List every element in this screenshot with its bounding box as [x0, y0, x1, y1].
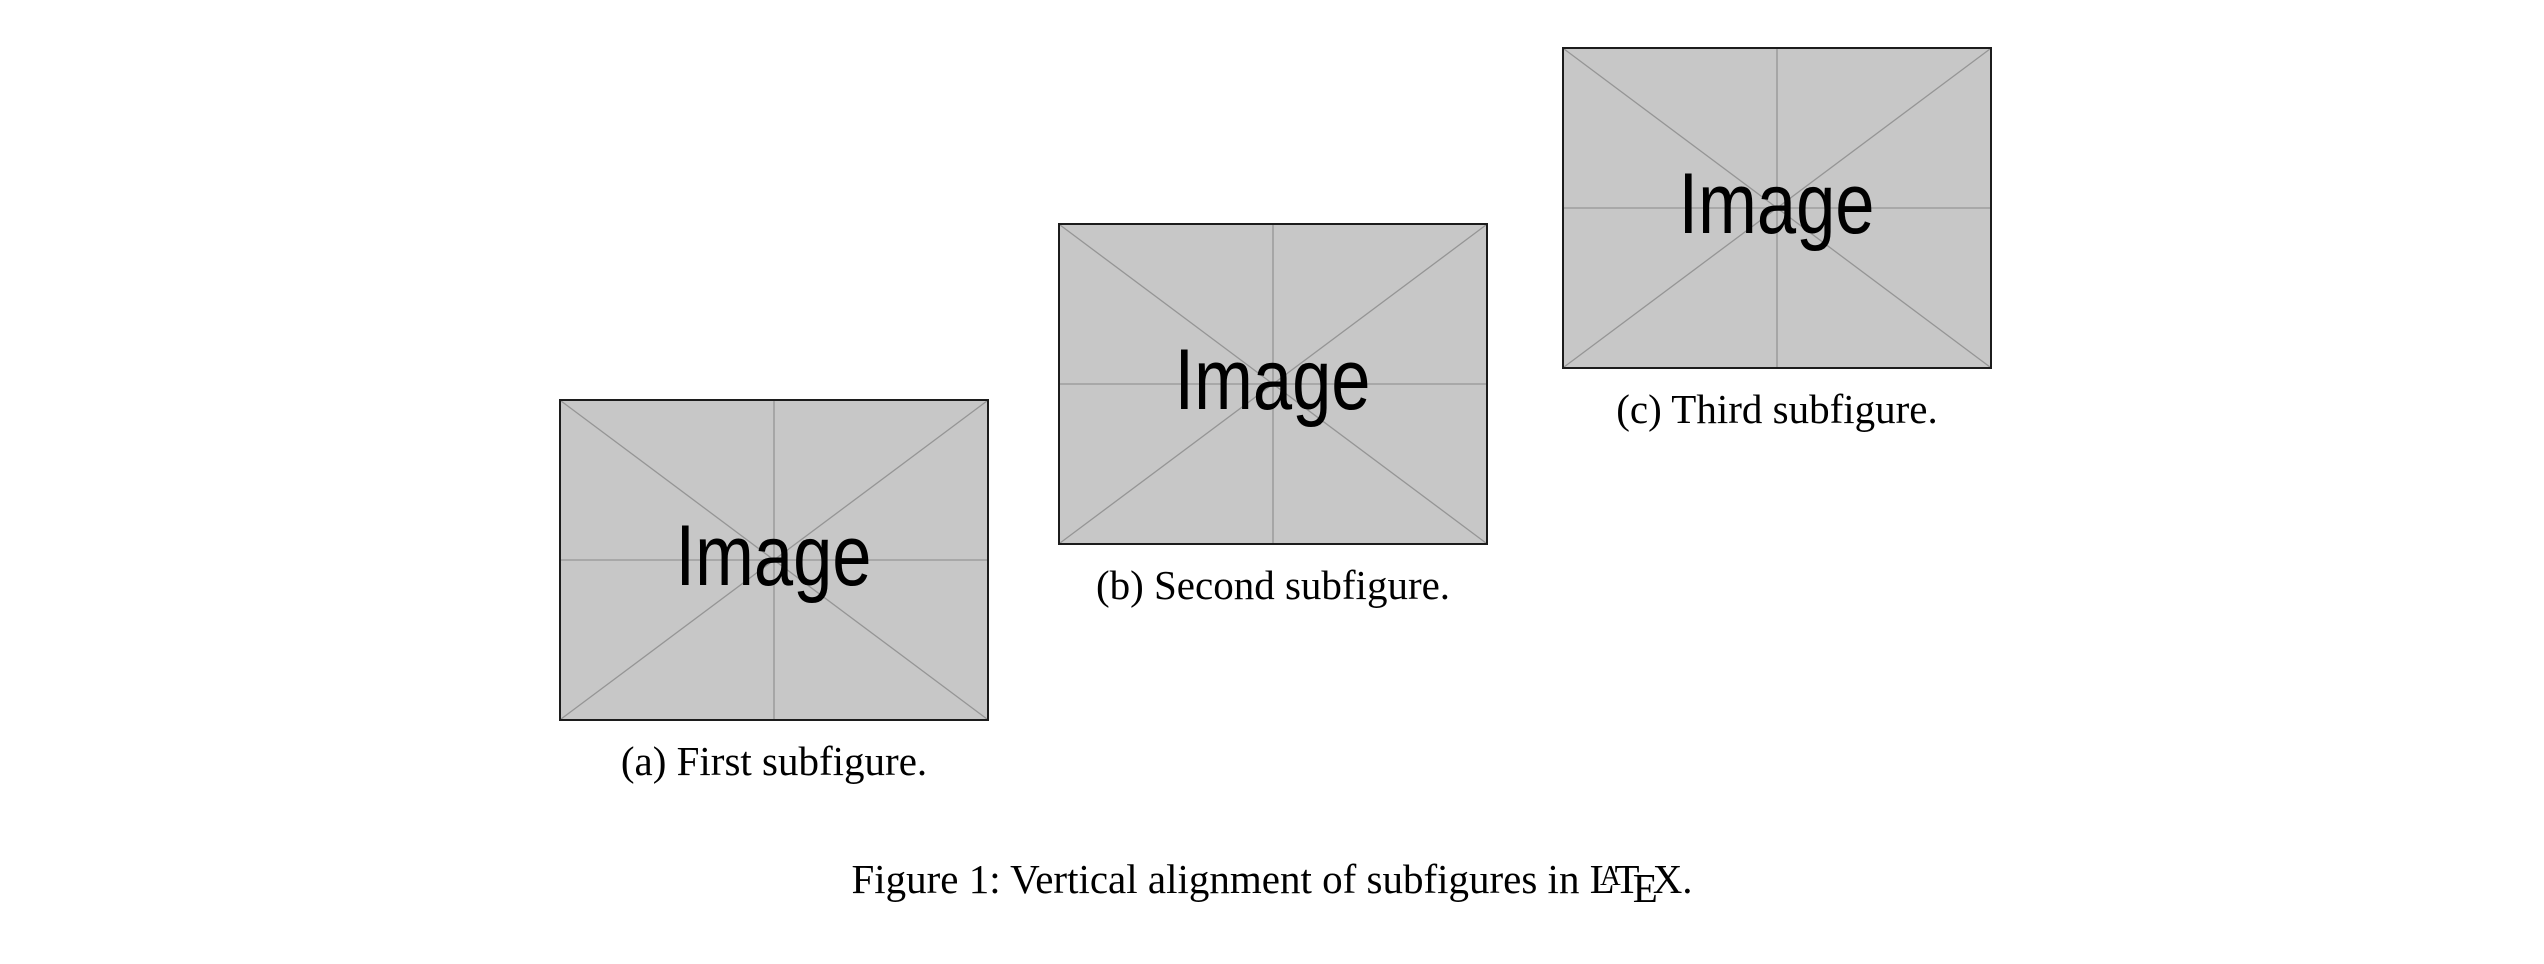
subfigure-a: Image (a) First subfigure.	[499, 399, 1049, 786]
latex-logo-letter-l: L	[1589, 856, 1615, 902]
subfigure-b: Image (b) Second subfigure.	[998, 223, 1548, 610]
subfigure-caption-c: (c) Third subfigure.	[1616, 386, 1938, 432]
latex-logo: LATEX	[1589, 856, 1683, 911]
subfigure-caption-a: (a) First subfigure.	[620, 738, 928, 784]
figure-caption-text: Figure 1: Vertical alignment of subfigur…	[851, 856, 1590, 902]
image-placeholder-a: Image	[559, 399, 989, 721]
image-placeholder-x-pattern-icon	[561, 401, 987, 719]
image-placeholder-x-pattern-icon	[1060, 225, 1486, 543]
image-placeholder-label: Image	[675, 508, 873, 604]
subfigure-c: Image (c) Third subfigure.	[1502, 47, 2052, 434]
image-placeholder-label: Image	[1678, 156, 1876, 252]
subfigure-caption-b: (b) Second subfigure.	[1095, 562, 1451, 608]
latex-logo-letter-t: T	[1614, 856, 1640, 902]
latex-logo-letter-a: A	[1599, 860, 1621, 892]
figure-caption-period: .	[1682, 856, 1693, 902]
image-placeholder-b: Image	[1058, 223, 1488, 545]
latex-logo-letter-x: X	[1652, 856, 1683, 902]
latex-logo-letter-e: E	[1632, 864, 1658, 911]
image-placeholder-label: Image	[1174, 332, 1372, 428]
image-placeholder-c: Image	[1562, 47, 1992, 369]
image-placeholder-x-pattern-icon	[1564, 49, 1990, 367]
figure-main-caption: Figure 1: Vertical alignment of subfigur…	[0, 855, 2544, 913]
